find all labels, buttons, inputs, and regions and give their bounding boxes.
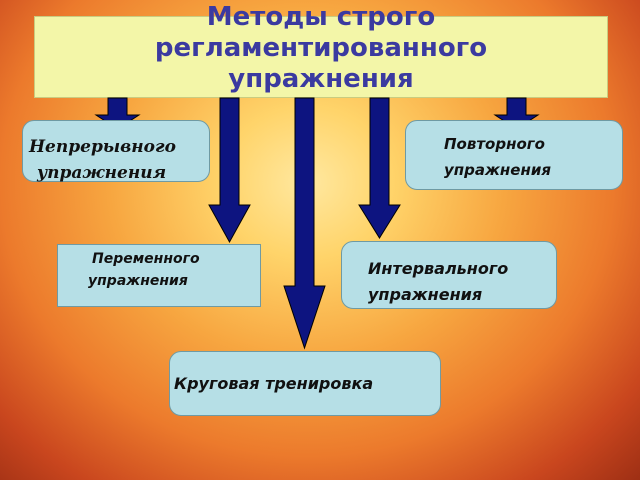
box-circuit: Круговая тренировка bbox=[169, 351, 441, 416]
box-continuous: Непрерывного упражнения bbox=[22, 120, 210, 183]
box-interval: Интервального упражнения bbox=[341, 241, 557, 309]
box-interval-line1: Интервального bbox=[368, 259, 509, 278]
box-continuous-line1: Непрерывного bbox=[29, 137, 176, 157]
title-box bbox=[34, 16, 608, 98]
box-repeated: Повторного упражнения bbox=[405, 120, 623, 190]
diagram-title: Методы строго регламентированного упражн… bbox=[34, 2, 608, 95]
box-variable-line2: упражнения bbox=[88, 273, 188, 289]
title-line-1: Методы строго bbox=[206, 2, 436, 32]
arrow-to-interval bbox=[358, 97, 401, 239]
box-variable-line1: Переменного bbox=[92, 251, 200, 267]
box-interval-line2: упражнения bbox=[368, 285, 483, 304]
box-variable: Переменного упражнения bbox=[57, 244, 261, 307]
title-line-2: регламентированного bbox=[154, 33, 488, 63]
box-repeated-line1: Повторного bbox=[444, 135, 545, 153]
title-line-3: упражнения bbox=[228, 64, 414, 94]
box-continuous-line2: упражнения bbox=[37, 163, 167, 183]
arrow-to-circuit bbox=[283, 97, 326, 350]
box-repeated-line2: упражнения bbox=[444, 161, 551, 179]
arrow-to-variable bbox=[208, 97, 251, 244]
box-circuit-label: Круговая тренировка bbox=[174, 374, 374, 393]
